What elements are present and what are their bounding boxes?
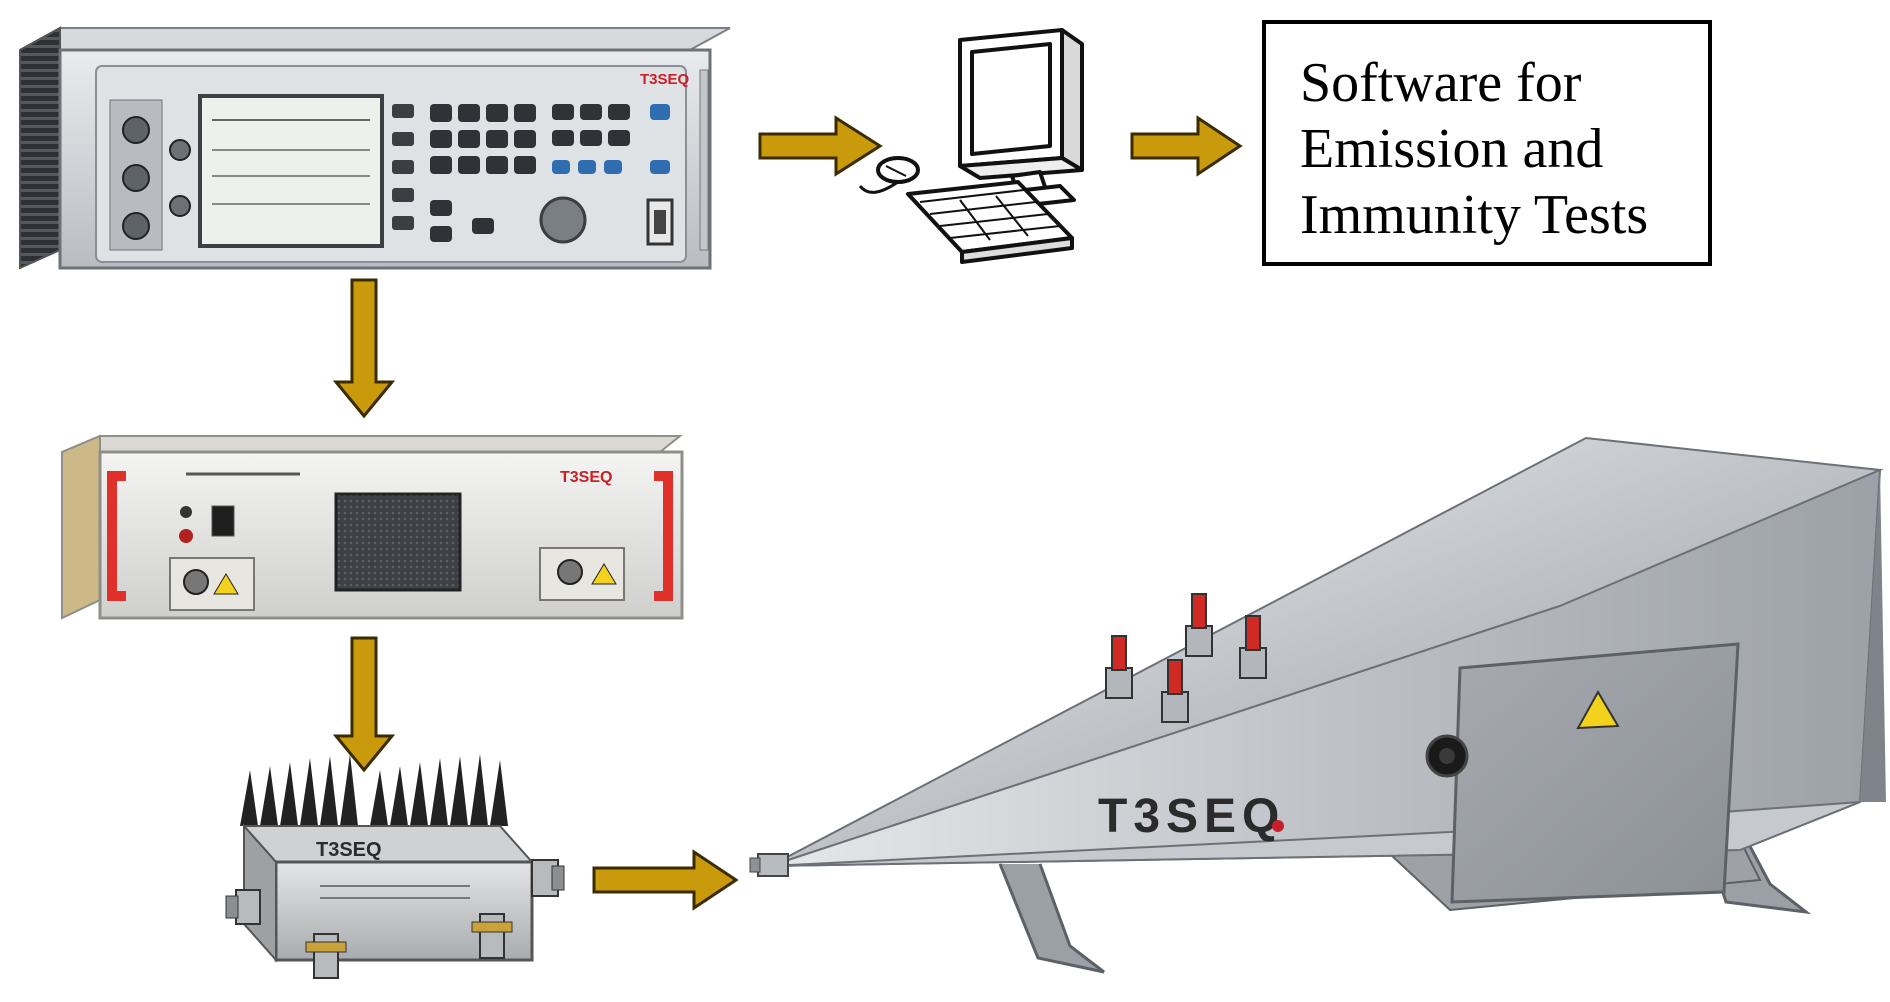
generator-brand-label: T3SEQ <box>640 71 690 88</box>
horn-antenna: T3SEQ <box>749 436 1886 974</box>
signal-generator: T3SEQ <box>19 26 731 270</box>
software-description: Software for Emission and Immunity Tests <box>1300 50 1648 248</box>
software-line-3: Immunity Tests <box>1300 184 1649 246</box>
arrow-coupler-to-horn <box>592 849 739 911</box>
software-line-2: Emission and <box>1300 118 1604 180</box>
directional-coupler: T3SEQ <box>225 754 565 979</box>
arrow-generator-to-amplifier <box>332 278 396 419</box>
arrow-amplifier-to-coupler <box>332 636 396 773</box>
amplifier-brand-label: T3SEQ <box>560 469 612 486</box>
software-line-1: Software for <box>1300 52 1582 114</box>
power-amplifier: T3SEQ <box>61 434 684 620</box>
computer-monitor-keyboard-icon <box>858 28 1084 264</box>
horn-brand-label: T3SEQ <box>1098 790 1285 843</box>
coupler-brand-label: T3SEQ <box>316 839 382 861</box>
software-box: Software for Emission and Immunity Tests <box>1262 20 1712 266</box>
arrow-generator-to-computer <box>758 115 883 177</box>
arrow-computer-to-software <box>1130 115 1243 177</box>
